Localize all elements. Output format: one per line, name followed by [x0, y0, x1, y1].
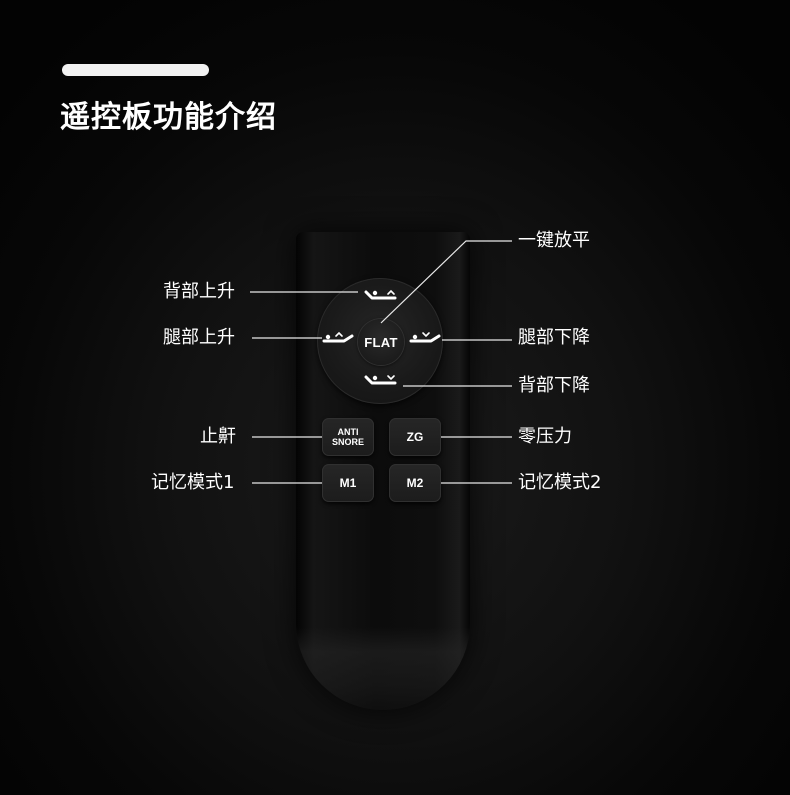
- label-zero-gravity: 零压力: [518, 426, 572, 447]
- memory-2-button[interactable]: M2: [389, 464, 441, 502]
- label-leg-up: 腿部上升: [163, 327, 235, 348]
- label-back-up: 背部上升: [163, 281, 235, 302]
- label-leg-down: 腿部下降: [518, 327, 590, 348]
- memory-1-button[interactable]: M1: [322, 464, 374, 502]
- anti-snore-label-line1: ANTI: [337, 427, 359, 437]
- bed-leg-up-icon[interactable]: [322, 331, 354, 347]
- bed-leg-down-icon[interactable]: [409, 331, 441, 347]
- bed-back-down-icon[interactable]: [364, 373, 398, 389]
- leader-flat: [380, 240, 512, 324]
- anti-snore-label-line2: SNORE: [331, 437, 364, 447]
- label-back-down: 背部下降: [518, 375, 590, 396]
- zero-gravity-button[interactable]: ZG: [389, 418, 441, 456]
- anti-snore-button[interactable]: ANTI SNORE: [322, 418, 374, 456]
- label-memory-1: 记忆模式1: [151, 472, 235, 493]
- page-title: 遥控板功能介绍: [60, 100, 277, 135]
- header-accent-bar: [62, 64, 209, 76]
- flat-button[interactable]: FLAT: [358, 319, 404, 365]
- label-flat: 一键放平: [518, 230, 590, 251]
- label-memory-2: 记忆模式2: [518, 472, 602, 493]
- label-anti-snore: 止鼾: [200, 426, 236, 447]
- bed-back-up-icon[interactable]: [364, 288, 398, 304]
